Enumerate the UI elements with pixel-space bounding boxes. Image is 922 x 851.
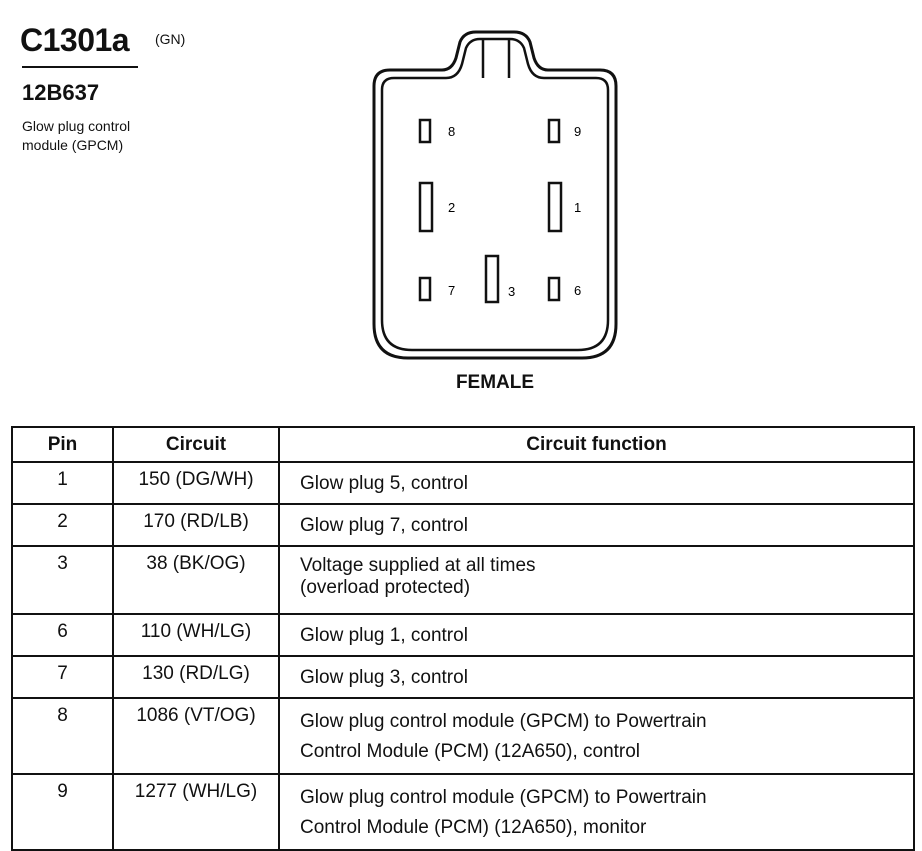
function-line: Voltage supplied at all times	[300, 555, 536, 576]
function-line: Control Module (PCM) (12A650), monitor	[300, 817, 647, 838]
function-line: Glow plug 7, control	[300, 515, 468, 536]
pin-label-3: 3	[508, 284, 515, 299]
cell-circuit: 150 (DG/WH)	[112, 461, 280, 505]
pin-cavity-7	[418, 276, 432, 302]
pin-cavity-1	[547, 181, 563, 233]
function-line: Glow plug 5, control	[300, 473, 468, 494]
function-line: Glow plug control module (GPCM) to Power…	[300, 711, 707, 732]
table-row: 8 1086 (VT/OG) Glow plug control module …	[11, 697, 915, 775]
function-line: Control Module (PCM) (12A650), control	[300, 741, 641, 762]
component-desc-line-2: module (GPCM)	[22, 137, 124, 153]
pin-label-6: 6	[574, 283, 581, 298]
cell-pin: 9	[11, 773, 114, 851]
cell-pin: 8	[11, 697, 114, 775]
connector-outer-body	[372, 30, 618, 360]
header-circuit: Circuit	[112, 426, 280, 463]
cell-circuit: 1277 (WH/LG)	[112, 773, 280, 851]
pin-cavity-9	[547, 118, 561, 144]
cell-function: Glow plug 7, control	[278, 503, 915, 547]
header-circuit-function: Circuit function	[278, 426, 915, 463]
function-line: (overload protected)	[300, 577, 471, 598]
cell-pin: 3	[11, 545, 114, 615]
function-line: Glow plug 3, control	[300, 667, 468, 688]
pin-cavity-3	[484, 254, 500, 304]
cell-pin: 6	[11, 613, 114, 657]
function-line: Glow plug 1, control	[300, 625, 468, 646]
component-desc-line-1: Glow plug control	[22, 118, 131, 134]
cell-circuit: 38 (BK/OG)	[112, 545, 280, 615]
table-row: 1 150 (DG/WH) Glow plug 5, control	[11, 461, 915, 505]
cell-function: Glow plug control module (GPCM) to Power…	[278, 773, 915, 851]
cell-circuit: 1086 (VT/OG)	[112, 697, 280, 775]
connector-id: C1301a	[20, 22, 130, 58]
table-row: 9 1277 (WH/LG) Glow plug control module …	[11, 773, 915, 851]
cell-pin: 1	[11, 461, 114, 505]
cell-circuit: 170 (RD/LB)	[112, 503, 280, 547]
cell-pin: 2	[11, 503, 114, 547]
cell-circuit: 130 (RD/LG)	[112, 655, 280, 699]
cell-circuit: 110 (WH/LG)	[112, 613, 280, 657]
cell-function: Glow plug 3, control	[278, 655, 915, 699]
component-description: Glow plug control module (GPCM)	[22, 117, 172, 155]
pin-cavity-2	[418, 181, 434, 233]
pin-label-1: 1	[574, 200, 581, 215]
header-pin: Pin	[11, 426, 114, 463]
connector-diagram: 8 9 2 1 7 3 6	[372, 30, 618, 360]
table-row: 2 170 (RD/LB) Glow plug 7, control	[11, 503, 915, 547]
cell-function: Glow plug control module (GPCM) to Power…	[278, 697, 915, 775]
table-row: 6 110 (WH/LG) Glow plug 1, control	[11, 613, 915, 657]
cell-function: Voltage supplied at all times (overload …	[278, 545, 915, 615]
color-code: (GN)	[155, 31, 186, 47]
cell-function: Glow plug 5, control	[278, 461, 915, 505]
pin-label-2: 2	[448, 200, 455, 215]
function-line: Glow plug control module (GPCM) to Power…	[300, 787, 707, 808]
connector-inner-body	[380, 37, 610, 352]
connector-gender-label: FEMALE	[455, 372, 535, 393]
pin-function-table: Pin Circuit Circuit function 1 150 (DG/W…	[11, 426, 915, 851]
part-number: 12B637	[22, 80, 100, 105]
pin-label-8: 8	[448, 124, 455, 139]
pin-label-9: 9	[574, 124, 581, 139]
header-rule	[22, 66, 138, 68]
table-row: 3 38 (BK/OG) Voltage supplied at all tim…	[11, 545, 915, 615]
pin-label-7: 7	[448, 283, 455, 298]
pin-cavity-8	[418, 118, 432, 144]
pin-cavity-6	[547, 276, 561, 302]
cell-pin: 7	[11, 655, 114, 699]
table-row: 7 130 (RD/LG) Glow plug 3, control	[11, 655, 915, 699]
cell-function: Glow plug 1, control	[278, 613, 915, 657]
table-header-row: Pin Circuit Circuit function	[11, 426, 915, 463]
